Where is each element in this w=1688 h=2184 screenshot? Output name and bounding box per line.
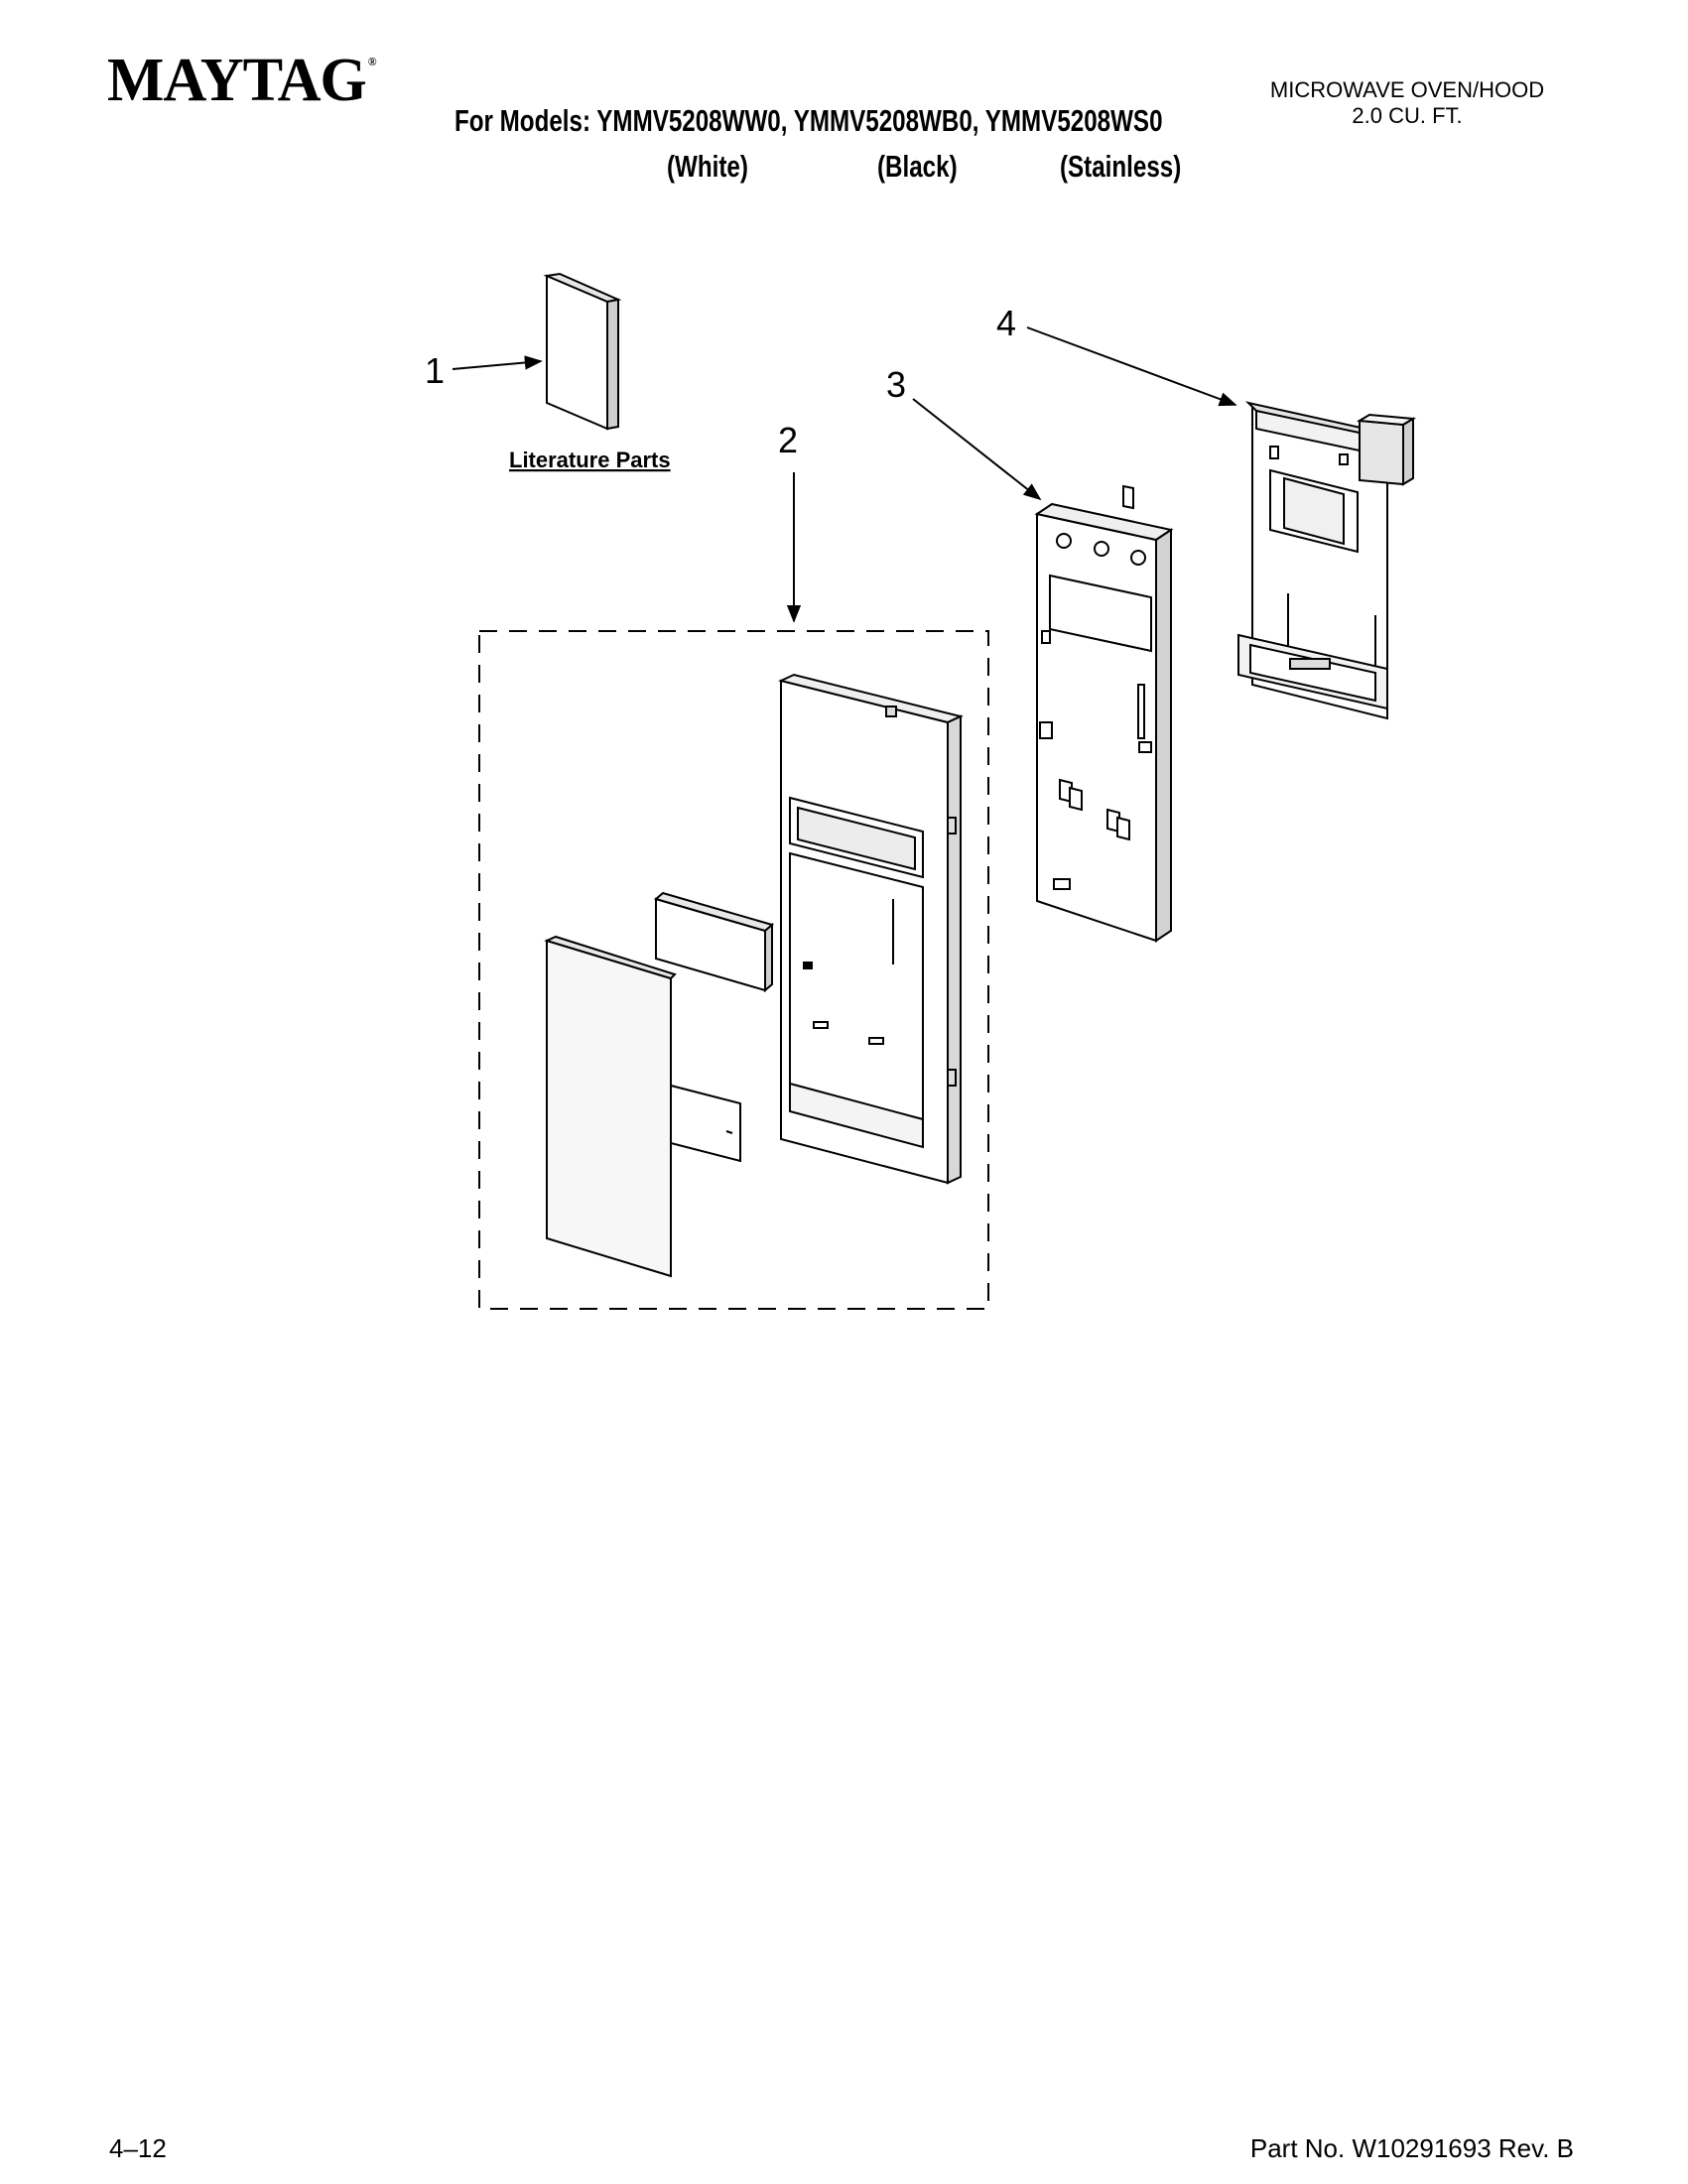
callout-4: 4 [996,303,1016,343]
callout-3: 3 [886,364,906,405]
color-white: (White) [667,149,748,184]
callout-2: 2 [778,420,798,460]
color-stainless: (Stainless) [1060,149,1182,184]
callout-4-arrow [1026,326,1237,407]
callout-1-arrow [452,355,543,370]
models-line: For Models: YMMV5208WW0, YMMV5208WB0, YM… [454,103,1163,138]
keypad-overlay [544,935,677,1278]
membrane-strip [670,1084,741,1163]
assembly-group-box [478,630,989,1310]
callout-3-arrow [912,398,1042,501]
brand-name: MAYTAG [107,47,367,114]
callout-1: 1 [425,350,445,391]
registered-mark: ® [367,55,377,68]
product-capacity: 2.0 CU. FT. [1352,103,1463,128]
part-number: Part No. W10291693 Rev. B [1249,2133,1574,2163]
literature-booklet [543,272,622,431]
product-description: MICROWAVE OVEN/HOOD 2.0 CU. FT. [1240,77,1574,129]
control-panel-frame [778,673,964,1185]
color-black: (Black) [877,149,958,184]
control-mount-bracket [1034,484,1174,943]
electronic-control-board [1237,401,1417,720]
display-window [653,891,775,993]
brand-logo: MAYTAG® [107,47,377,114]
page-number: 4–12 [109,2133,167,2163]
product-type: MICROWAVE OVEN/HOOD [1269,77,1545,102]
literature-parts-label: Literature Parts [509,448,671,472]
